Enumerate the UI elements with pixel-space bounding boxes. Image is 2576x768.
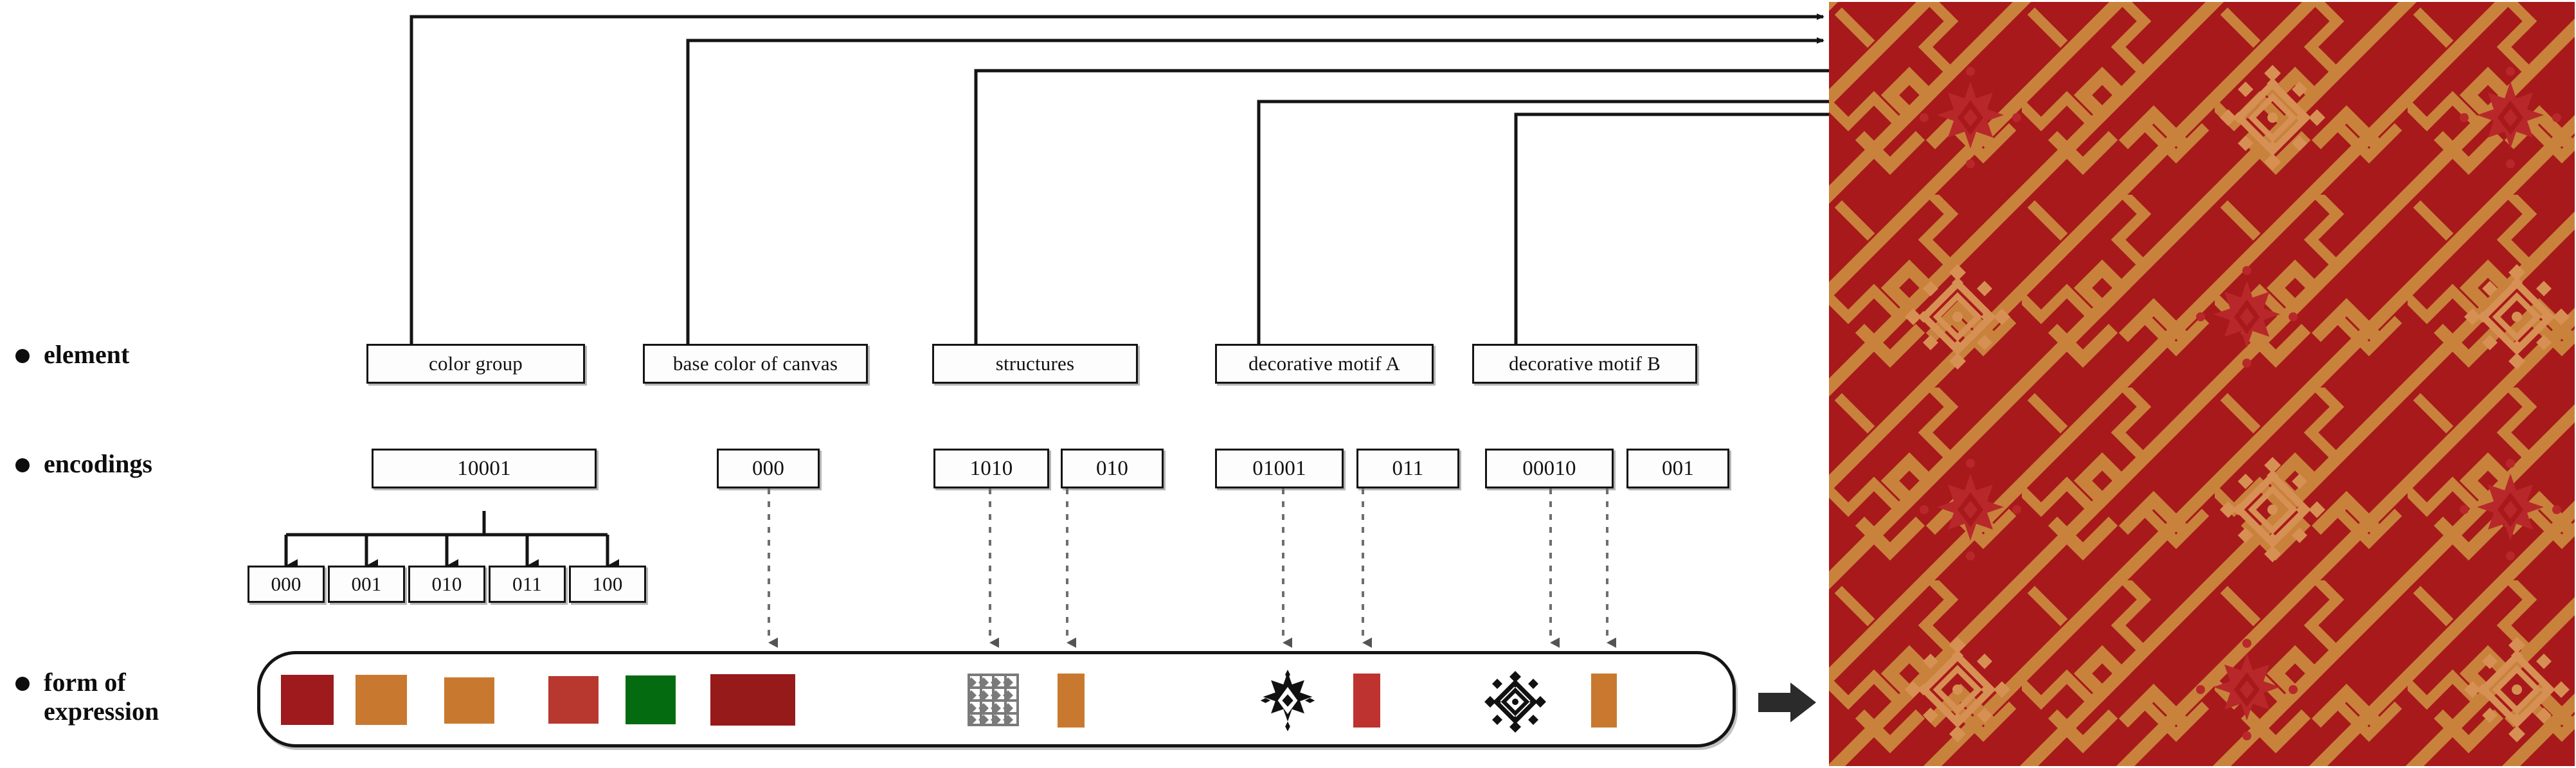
- row-label-element-text: element: [44, 340, 130, 369]
- result-arrow-icon: [1758, 683, 1816, 722]
- swatch-dark-red: [281, 675, 334, 725]
- swatch-green: [626, 675, 676, 724]
- sub-encoding-box-000[interactable]: 000: [248, 566, 325, 603]
- row-label-encodings-text: encodings: [44, 449, 152, 478]
- encoding-box-00010[interactable]: 00010: [1485, 449, 1614, 488]
- encoding-box-10001[interactable]: 10001: [372, 449, 597, 488]
- row-label-form-text: form of expression: [44, 668, 159, 726]
- star-motif-icon: [1257, 670, 1319, 731]
- sub-encoding-box-001[interactable]: 001: [328, 566, 405, 603]
- swatch-orange-bar: [1058, 674, 1085, 728]
- sub-encoding-box-010[interactable]: 010: [408, 566, 485, 603]
- swatch-light-red: [548, 676, 599, 724]
- sub-encoding-box-100[interactable]: 100: [569, 566, 646, 603]
- rosette-motif-icon: [1482, 668, 1549, 735]
- element-box-color-group[interactable]: color group: [366, 344, 585, 384]
- swatch-deep-red: [710, 674, 795, 726]
- bullet-icon: [15, 349, 30, 363]
- bullet-icon: [15, 458, 30, 472]
- bullet-icon: [15, 677, 30, 691]
- connector-structures: [974, 67, 1927, 344]
- element-box-decorative-motif-b[interactable]: decorative motif B: [1472, 344, 1697, 384]
- encoding-box-1010[interactable]: 1010: [933, 449, 1049, 488]
- encoding-box-01001[interactable]: 01001: [1215, 449, 1344, 488]
- row-label-element: element: [15, 340, 130, 370]
- form-of-expression-container: [257, 651, 1736, 747]
- connector-color-group: [410, 13, 1824, 344]
- encoding-box-000[interactable]: 000: [717, 449, 820, 488]
- connector-base-color: [686, 37, 1824, 344]
- swatch-orange-2: [444, 677, 494, 724]
- element-box-structures[interactable]: structures: [932, 344, 1138, 384]
- swatch-orange: [356, 675, 407, 725]
- encoding-box-001[interactable]: 001: [1626, 449, 1729, 488]
- element-box-decorative-motif-a[interactable]: decorative motif A: [1215, 344, 1434, 384]
- woven-textile-pattern: [1829, 2, 2575, 766]
- encoding-box-010[interactable]: 010: [1061, 449, 1164, 488]
- row-label-encodings: encodings: [15, 449, 152, 479]
- encoding-box-011[interactable]: 011: [1356, 449, 1459, 488]
- swatch-lattice-pattern: [966, 674, 1019, 726]
- element-box-base-color-of-canvas[interactable]: base color of canvas: [643, 344, 868, 384]
- sub-encoding-box-011[interactable]: 011: [489, 566, 566, 603]
- swatch-orange-bar-2: [1591, 674, 1617, 728]
- row-label-form: form of expression: [15, 668, 159, 726]
- swatch-red-bar: [1353, 674, 1380, 728]
